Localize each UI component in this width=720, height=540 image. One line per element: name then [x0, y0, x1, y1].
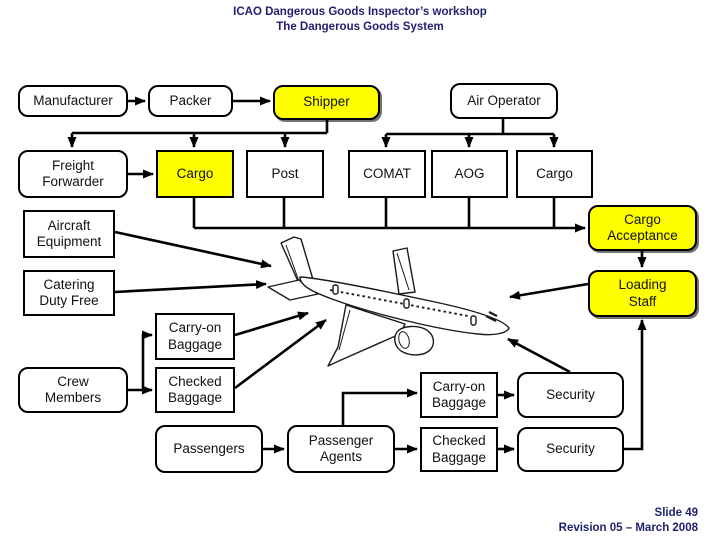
node-catering-duty-free: Catering Duty Free: [23, 270, 115, 316]
revision-label: Revision 05 – March 2008: [558, 521, 698, 534]
node-shipper: Shipper: [273, 85, 380, 120]
node-security-carryon: Security: [517, 372, 624, 418]
slide-title: ICAO Dangerous Goods Inspector’s worksho…: [0, 5, 720, 35]
node-carryon-baggage-pax: Carry-on Baggage: [420, 372, 498, 418]
slide-title-line1: ICAO Dangerous Goods Inspector’s worksho…: [233, 6, 487, 18]
node-loading-staff: Loading Staff: [588, 270, 697, 317]
node-carryon-baggage-crew: Carry-on Baggage: [155, 313, 235, 360]
node-packer: Packer: [148, 85, 233, 117]
node-cargo-acceptance: Cargo Acceptance: [588, 205, 697, 251]
node-post: Post: [246, 150, 324, 198]
airplane-icon: [267, 236, 510, 367]
slide-footer: Slide 49 Revision 05 – March 2008: [559, 506, 698, 535]
node-aog: AOG: [431, 150, 508, 198]
node-cargo-operator: Cargo: [516, 150, 593, 198]
node-checked-baggage-crew: Checked Baggage: [155, 367, 235, 413]
node-comat: COMAT: [348, 150, 426, 198]
node-checked-baggage-pax: Checked Baggage: [420, 427, 498, 472]
slide-title-line2: The Dangerous Goods System: [276, 20, 444, 33]
node-freight-forwarder: Freight Forwarder: [18, 150, 128, 198]
node-security-checked: Security: [517, 427, 624, 472]
node-passenger-agents: Passenger Agents: [287, 425, 395, 473]
node-air-operator: Air Operator: [450, 83, 558, 119]
node-passengers: Passengers: [155, 425, 263, 473]
node-aircraft-equipment: Aircraft Equipment: [23, 210, 115, 258]
slide-number: Slide 49: [654, 507, 698, 520]
node-cargo-forwarder: Cargo: [156, 150, 234, 198]
node-manufacturer: Manufacturer: [18, 85, 128, 117]
node-crew-members: Crew Members: [18, 367, 128, 413]
